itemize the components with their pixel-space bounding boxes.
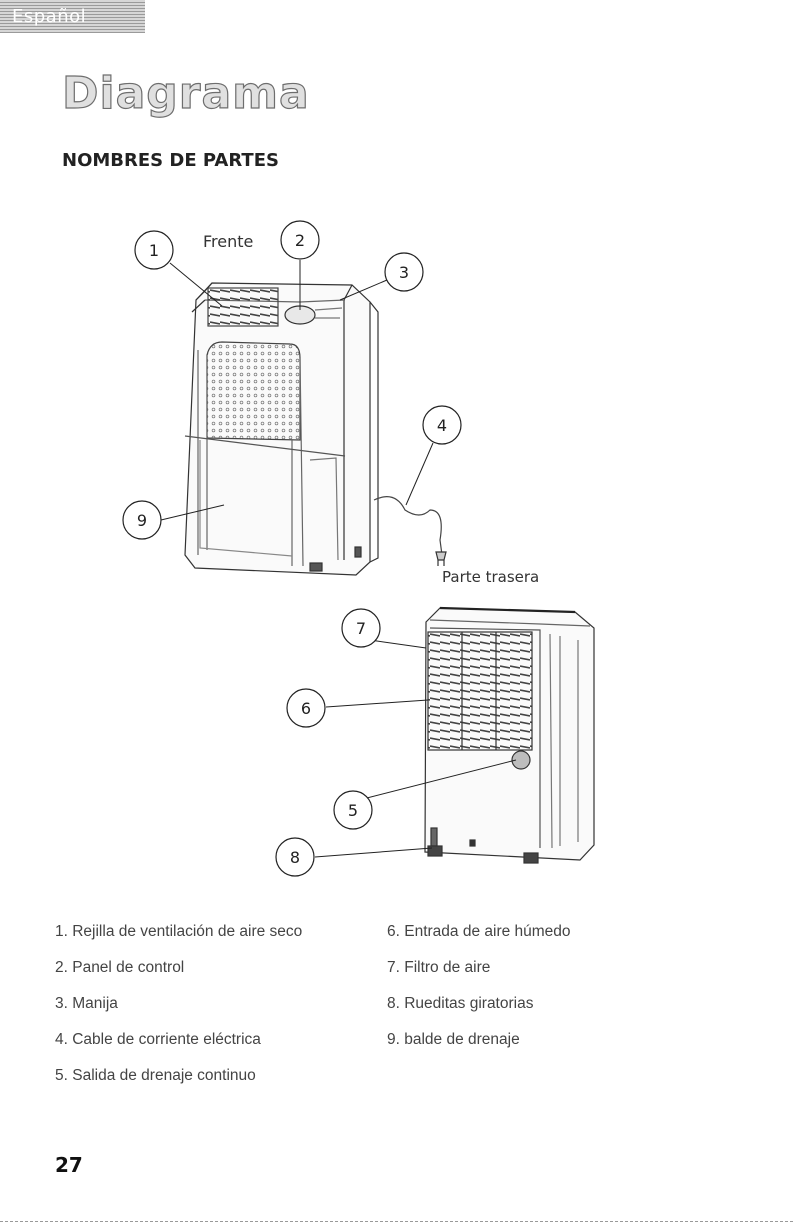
list-item: 5. Salida de drenaje continuo	[55, 1064, 387, 1088]
callout-number-3: 3	[399, 263, 409, 282]
front-vent-grille	[208, 288, 278, 326]
list-item: 3. Manija	[55, 992, 387, 1016]
bottom-divider	[0, 1221, 793, 1222]
callout-number-7: 7	[356, 619, 366, 638]
callout-number-2: 2	[295, 231, 305, 250]
page-number: 27	[55, 1153, 83, 1177]
parts-diagram: 1 2 3 4 5 6 7 8 9 Frente Parte trasera	[0, 0, 793, 900]
front-unit-illustration	[185, 283, 446, 575]
front-view-label: Frente	[203, 232, 253, 251]
list-item: 8. Rueditas giratorias	[387, 992, 717, 1016]
callout-number-9: 9	[137, 511, 147, 530]
rear-air-filter	[428, 632, 532, 750]
list-item: 2. Panel de control	[55, 956, 387, 980]
list-item: 4. Cable de corriente eléctrica	[55, 1028, 387, 1052]
callout-number-8: 8	[290, 848, 300, 867]
parts-list: 1. Rejilla de ventilación de aire seco 6…	[55, 920, 735, 1088]
rear-view-label: Parte trasera	[442, 568, 539, 586]
callout-number-1: 1	[149, 241, 159, 260]
list-item: 1. Rejilla de ventilación de aire seco	[55, 920, 387, 944]
list-item: 6. Entrada de aire húmedo	[387, 920, 717, 944]
rear-unit-illustration	[425, 608, 594, 863]
list-item: 7. Filtro de aire	[387, 956, 717, 980]
callout-number-5: 5	[348, 801, 358, 820]
callout-number-4: 4	[437, 416, 447, 435]
callout-number-6: 6	[301, 699, 311, 718]
list-item: 9. balde de drenaje	[387, 1028, 717, 1052]
